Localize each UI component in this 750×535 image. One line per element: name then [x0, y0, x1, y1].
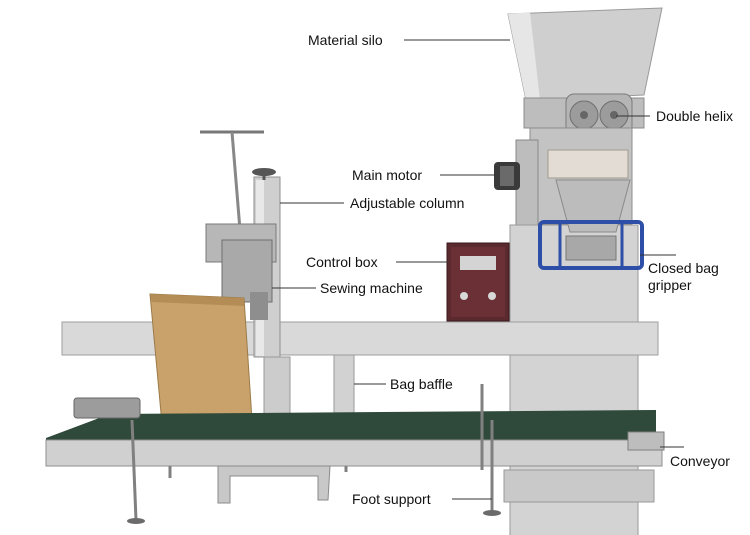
label-material-silo: Material silo [308, 32, 383, 48]
closed-bag-gripper [538, 220, 644, 270]
sewing-machine [200, 130, 277, 320]
foot-support [127, 384, 501, 524]
label-foot-support: Foot support [352, 491, 431, 507]
label-adjustable-column: Adjustable column [350, 195, 465, 211]
conveyor [45, 397, 665, 467]
kraft-bag [149, 293, 253, 425]
discharge-funnel [555, 179, 631, 233]
label-sewing-machine: Sewing machine [320, 280, 423, 296]
main-motor [494, 162, 520, 190]
label-closed-bag-gripper: Closed bag gripper [648, 260, 719, 293]
bag-baffle [333, 354, 355, 416]
label-conveyor: Conveyor [670, 453, 730, 469]
main-frame [503, 127, 655, 535]
leader-lines [272, 39, 684, 500]
label-double-helix: Double helix [656, 108, 734, 124]
label-bag-baffle: Bag baffle [390, 376, 453, 392]
upper-rail [61, 321, 659, 356]
label-control-box: Control box [306, 254, 378, 270]
control-box [446, 242, 510, 322]
label-main-motor: Main motor [352, 167, 423, 183]
